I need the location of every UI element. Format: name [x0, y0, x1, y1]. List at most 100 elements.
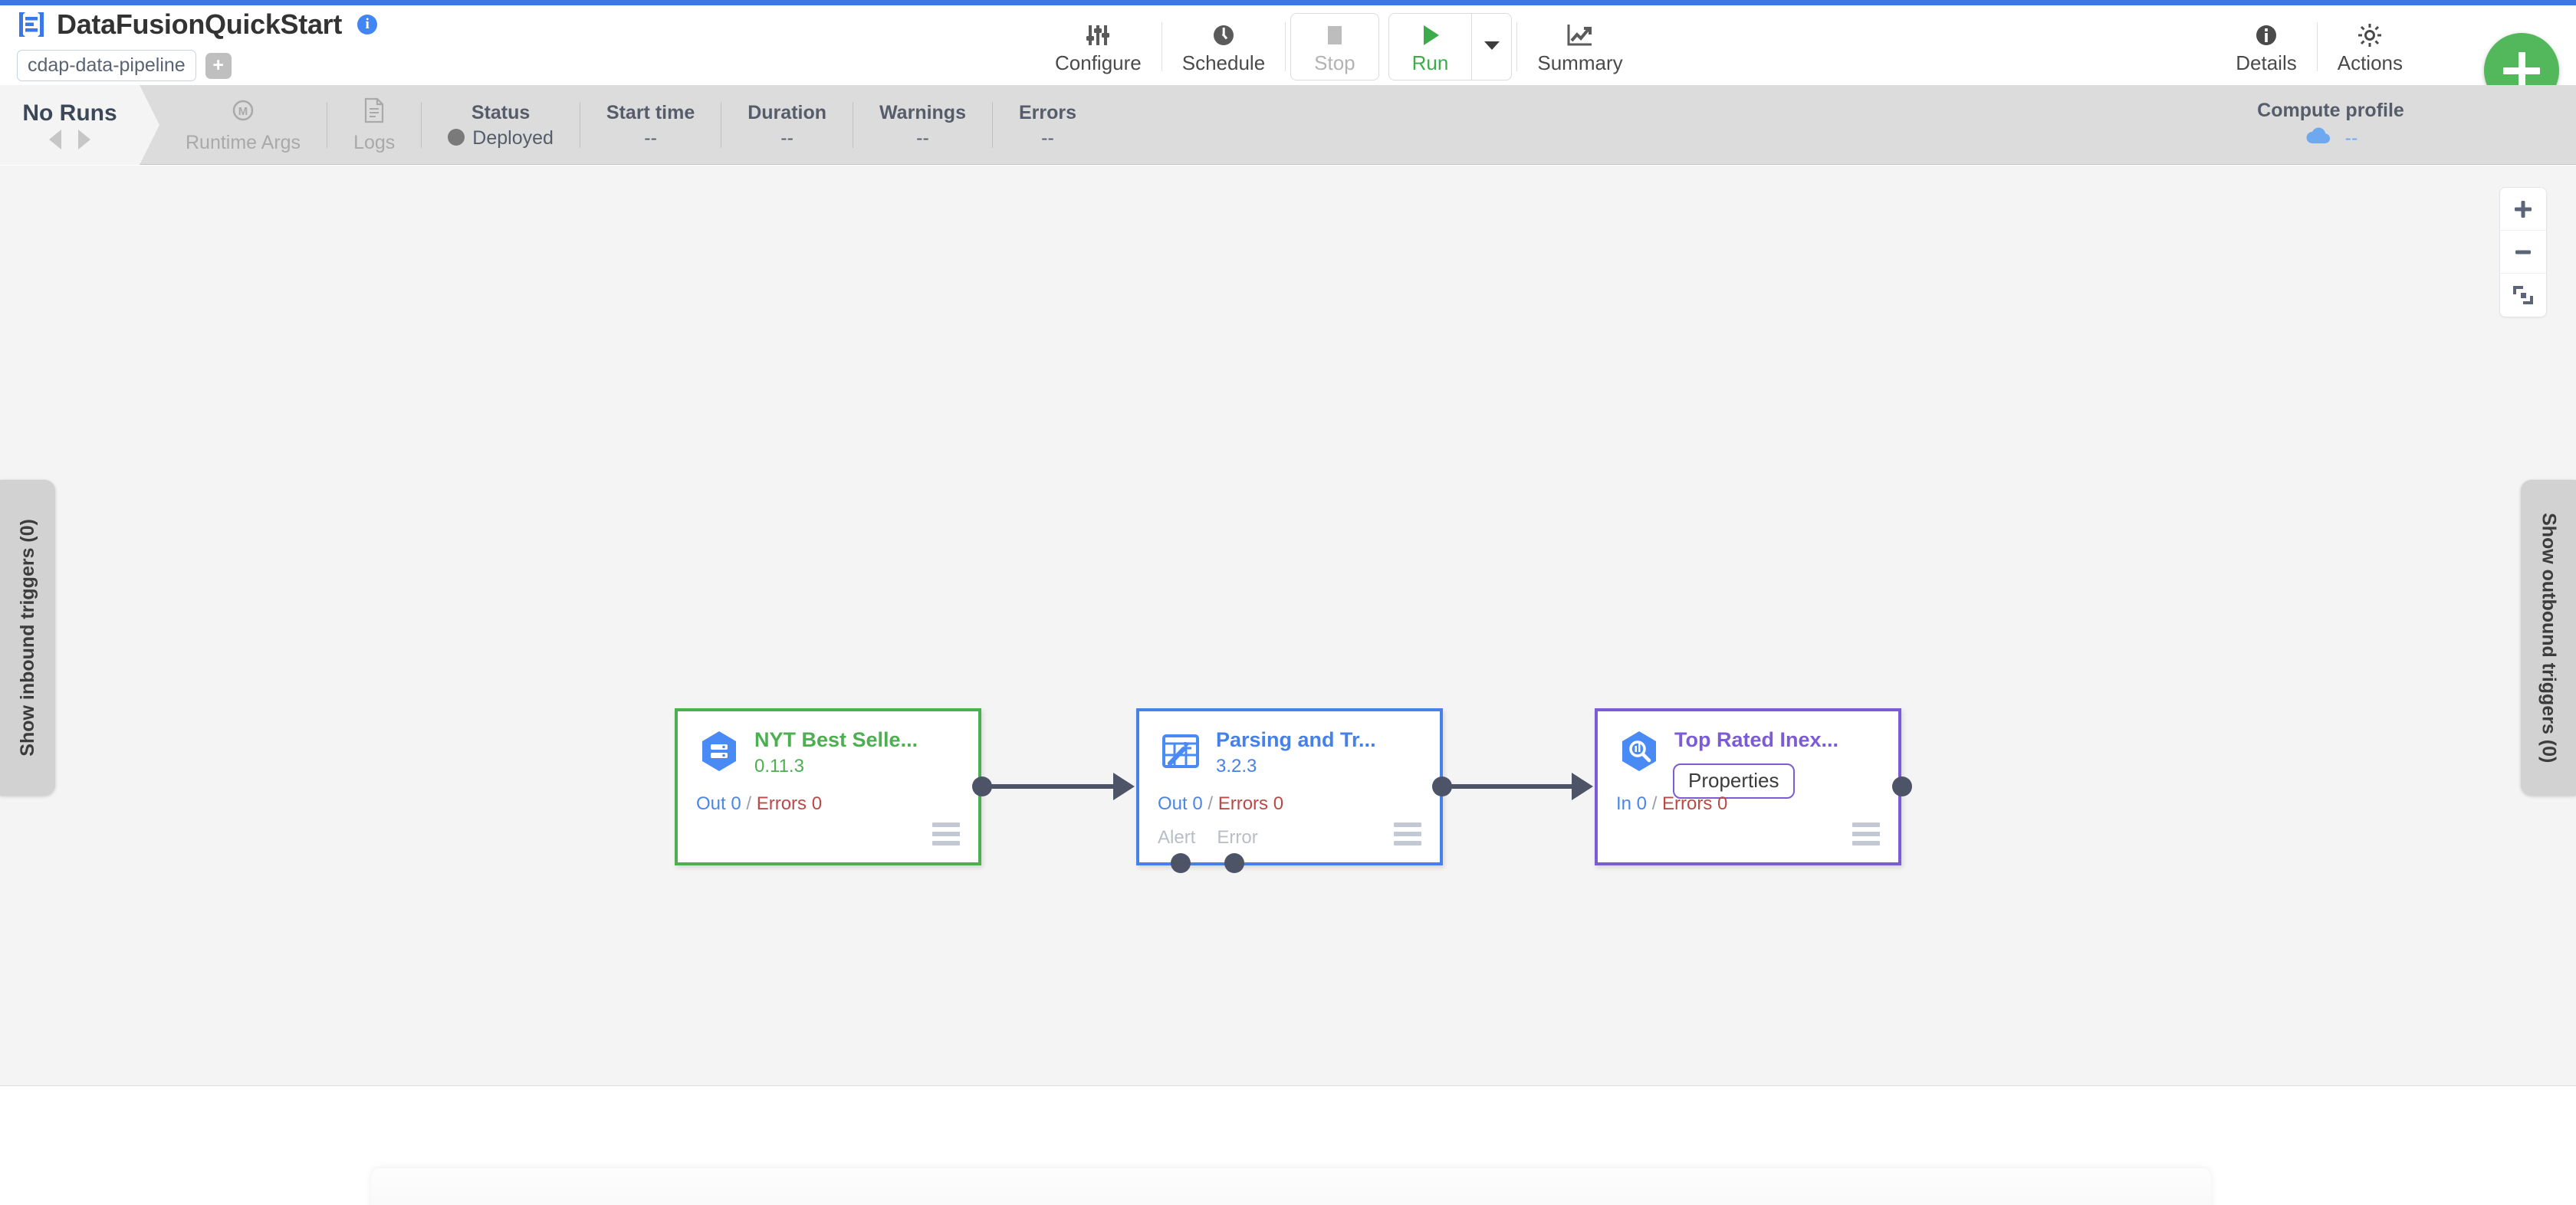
- metric-separator: /: [746, 793, 752, 814]
- show-outbound-triggers-tab[interactable]: Show outbound triggers (0): [2521, 480, 2576, 796]
- sliders-icon: [1085, 19, 1111, 48]
- errors-metric: Errors --: [993, 85, 1102, 165]
- errors-value: --: [1041, 126, 1054, 149]
- node-output-handle[interactable]: [1892, 777, 1912, 796]
- node-errors-metric: Errors 0: [1217, 793, 1284, 814]
- bottom-partial-panel[interactable]: [371, 1168, 2211, 1205]
- warnings-value: --: [916, 126, 929, 149]
- bottom-panel-area: [0, 1087, 2576, 1205]
- run-label: Run: [1411, 51, 1449, 74]
- bigquery-source-icon: [696, 728, 742, 774]
- pipeline-node-wrangler[interactable]: Parsing and Tr... 3.2.3 Out 0 / Errors 0…: [1136, 708, 1443, 865]
- fit-to-screen-button[interactable]: [2500, 274, 2546, 317]
- run-status-bar: No Runs M Runtime Args: [0, 85, 2576, 165]
- properties-tooltip[interactable]: Properties: [1673, 763, 1795, 799]
- artifact-type-pill[interactable]: cdap-data-pipeline: [17, 50, 196, 81]
- run-options-button[interactable]: [1471, 14, 1511, 80]
- runs-pager: [49, 130, 90, 149]
- run-button-group: Run: [1388, 13, 1513, 80]
- bigquery-sink-icon: [1616, 728, 1662, 774]
- port-label-alert[interactable]: Alert: [1158, 827, 1196, 848]
- pipeline-node-source[interactable]: NYT Best Selle... 0.11.3 Out 0 / Errors …: [675, 708, 981, 865]
- port-label-error[interactable]: Error: [1217, 827, 1258, 848]
- inbound-triggers-label: Show inbound triggers (0): [16, 519, 38, 757]
- node-version: 0.11.3: [754, 756, 804, 777]
- configure-button[interactable]: Configure: [1035, 11, 1162, 82]
- stop-square-icon: [1322, 19, 1348, 48]
- caret-down-icon: [1483, 39, 1501, 55]
- compute-profile[interactable]: Compute profile --: [2085, 85, 2576, 165]
- app-header: DataFusionQuickStart i cdap-data-pipelin…: [0, 5, 2576, 108]
- status-dot-icon: [448, 128, 465, 146]
- show-inbound-triggers-tab[interactable]: Show inbound triggers (0): [0, 480, 55, 796]
- svg-text:M: M: [238, 105, 248, 118]
- node-alert-port-handle[interactable]: [1171, 853, 1191, 873]
- errors-header: Errors: [1018, 101, 1077, 123]
- zoom-controls: [2499, 187, 2547, 317]
- run-button[interactable]: Run: [1389, 14, 1472, 80]
- node-metrics: Out 0 / Errors 0: [1158, 793, 1283, 815]
- primary-toolbar: Configure Schedule: [1035, 11, 1643, 82]
- toolbar-divider: [1516, 22, 1518, 71]
- pipeline-canvas[interactable]: Show inbound triggers (0) Show outbound …: [0, 166, 2576, 1086]
- caret-left-icon[interactable]: [49, 130, 61, 149]
- node-metrics: In 0 / Errors 0: [1616, 793, 1727, 815]
- node-title: NYT Best Selle...: [754, 728, 918, 751]
- runs-count-label: No Runs: [22, 100, 117, 126]
- node-title: Parsing and Tr...: [1216, 728, 1376, 751]
- zoom-in-button[interactable]: [2500, 188, 2546, 231]
- info-icon[interactable]: i: [357, 15, 378, 34]
- schedule-button[interactable]: Schedule: [1162, 11, 1285, 82]
- warnings-metric: Warnings --: [853, 85, 992, 165]
- node-output-handle[interactable]: [972, 777, 992, 796]
- node-out-metric: Out 0: [1158, 793, 1203, 814]
- compute-profile-value-row: --: [2304, 126, 2358, 151]
- details-button[interactable]: Details: [2216, 11, 2316, 82]
- connector-source-to-wrangler[interactable]: [991, 784, 1113, 789]
- line-chart-icon: [1566, 19, 1594, 48]
- gear-icon: [2357, 19, 2383, 48]
- top-accent-bar: [0, 0, 2576, 5]
- runs-selector: No Runs: [0, 85, 140, 165]
- node-error-port-handle[interactable]: [1224, 853, 1244, 873]
- node-errors-metric: Errors 0: [756, 793, 823, 814]
- logs-button[interactable]: Logs: [327, 85, 421, 165]
- runtime-args-button[interactable]: M Runtime Args: [159, 85, 327, 165]
- actions-label: Actions: [2337, 51, 2403, 74]
- toolbar-divider: [1285, 22, 1286, 71]
- stop-label: Stop: [1314, 51, 1355, 74]
- page-title: DataFusionQuickStart: [57, 8, 343, 40]
- status-header: Status: [471, 101, 531, 123]
- actions-button[interactable]: Actions: [2318, 11, 2423, 82]
- node-out-metric: Out 0: [696, 793, 741, 814]
- start-time-header: Start time: [606, 101, 695, 123]
- stop-button[interactable]: Stop: [1290, 13, 1379, 80]
- brand-subrow: cdap-data-pipeline +: [17, 50, 232, 81]
- hamburger-icon[interactable]: [1852, 822, 1880, 845]
- cloud-icon: [2304, 126, 2334, 151]
- compute-profile-header: Compute profile: [2257, 99, 2404, 121]
- summary-button[interactable]: Summary: [1517, 11, 1642, 82]
- runs-notch: [140, 85, 159, 165]
- pipeline-node-sink[interactable]: Top Rated Inex... Properties In 0 / Erro…: [1595, 708, 1901, 865]
- status-divider: [421, 102, 422, 148]
- connector-arrow-icon: [1113, 773, 1135, 800]
- node-title: Top Rated Inex...: [1674, 728, 1839, 751]
- hamburger-icon[interactable]: [932, 822, 960, 845]
- compute-profile-value: --: [2344, 126, 2358, 149]
- connector-wrangler-to-sink[interactable]: [1451, 784, 1572, 789]
- hamburger-icon[interactable]: [1394, 822, 1421, 845]
- plus-icon: [2515, 200, 2532, 218]
- status-metric: Status Deployed: [422, 85, 580, 165]
- outbound-triggers-label: Show outbound triggers (0): [2538, 512, 2560, 763]
- node-output-handle[interactable]: [1432, 777, 1452, 796]
- summary-label: Summary: [1537, 51, 1623, 74]
- add-tag-button[interactable]: +: [205, 52, 232, 79]
- configure-label: Configure: [1055, 51, 1142, 74]
- cdap-logo-icon: [17, 10, 46, 39]
- brand-group: DataFusionQuickStart i: [17, 8, 378, 40]
- document-icon: [363, 97, 386, 128]
- zoom-out-button[interactable]: [2500, 231, 2546, 274]
- clock-icon: [1211, 19, 1237, 48]
- caret-right-icon[interactable]: [78, 130, 90, 149]
